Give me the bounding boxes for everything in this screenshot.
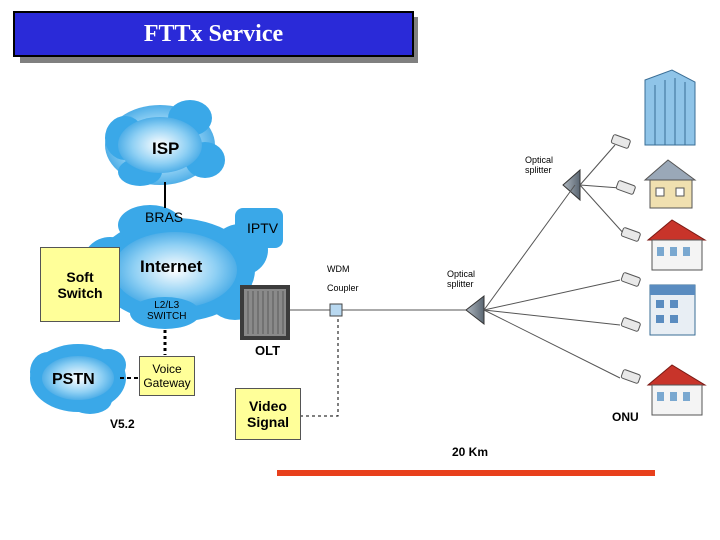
iptv-label: IPTV bbox=[247, 220, 279, 236]
voice-gateway-box: Voice Gateway bbox=[139, 356, 195, 396]
isp-label: ISP bbox=[152, 139, 180, 158]
l2l3-switch-label: L2/L3 SWITCH bbox=[147, 300, 187, 322]
page-title: FTTx Service bbox=[13, 11, 414, 57]
onu-icon bbox=[610, 134, 641, 384]
isp-cloud bbox=[105, 100, 225, 186]
video-signal-link bbox=[300, 316, 339, 417]
iptv-node bbox=[235, 208, 283, 248]
wdm-coupler-icon bbox=[329, 303, 343, 317]
internet-label: Internet bbox=[140, 257, 203, 276]
optical-splitter-lower-label: Optical splitter bbox=[447, 269, 476, 289]
coupler-label: Coupler bbox=[327, 283, 359, 293]
apartment-icon bbox=[649, 284, 696, 336]
distance-bar bbox=[277, 470, 655, 476]
splitter-upper-icon bbox=[562, 168, 581, 202]
office-tower-icon bbox=[644, 69, 696, 146]
splitter-lower-icon bbox=[465, 294, 485, 326]
onu-label: ONU bbox=[612, 410, 639, 424]
house-icon bbox=[646, 364, 707, 416]
bras-label: BRAS bbox=[145, 209, 184, 225]
v52-label: V5.2 bbox=[110, 417, 135, 431]
wdm-label: WDM bbox=[327, 264, 350, 274]
distance-label: 20 Km bbox=[452, 445, 489, 459]
pstn-label: PSTN bbox=[52, 371, 95, 388]
pstn-cloud bbox=[30, 344, 126, 414]
olt-label: OLT bbox=[255, 343, 281, 358]
switch-cloud bbox=[130, 297, 200, 329]
splitter-upper-fanout bbox=[579, 144, 626, 236]
house-icon bbox=[646, 219, 707, 271]
optical-splitter-upper-label: Optical splitter bbox=[525, 155, 554, 175]
soft-switch-box: Soft Switch bbox=[40, 247, 120, 322]
title-text: FTTx Service bbox=[143, 20, 284, 47]
splitter-lower-fanout bbox=[483, 184, 621, 379]
video-signal-box: Video Signal bbox=[235, 388, 301, 440]
olt-device bbox=[240, 285, 290, 340]
house-icon bbox=[643, 159, 697, 209]
